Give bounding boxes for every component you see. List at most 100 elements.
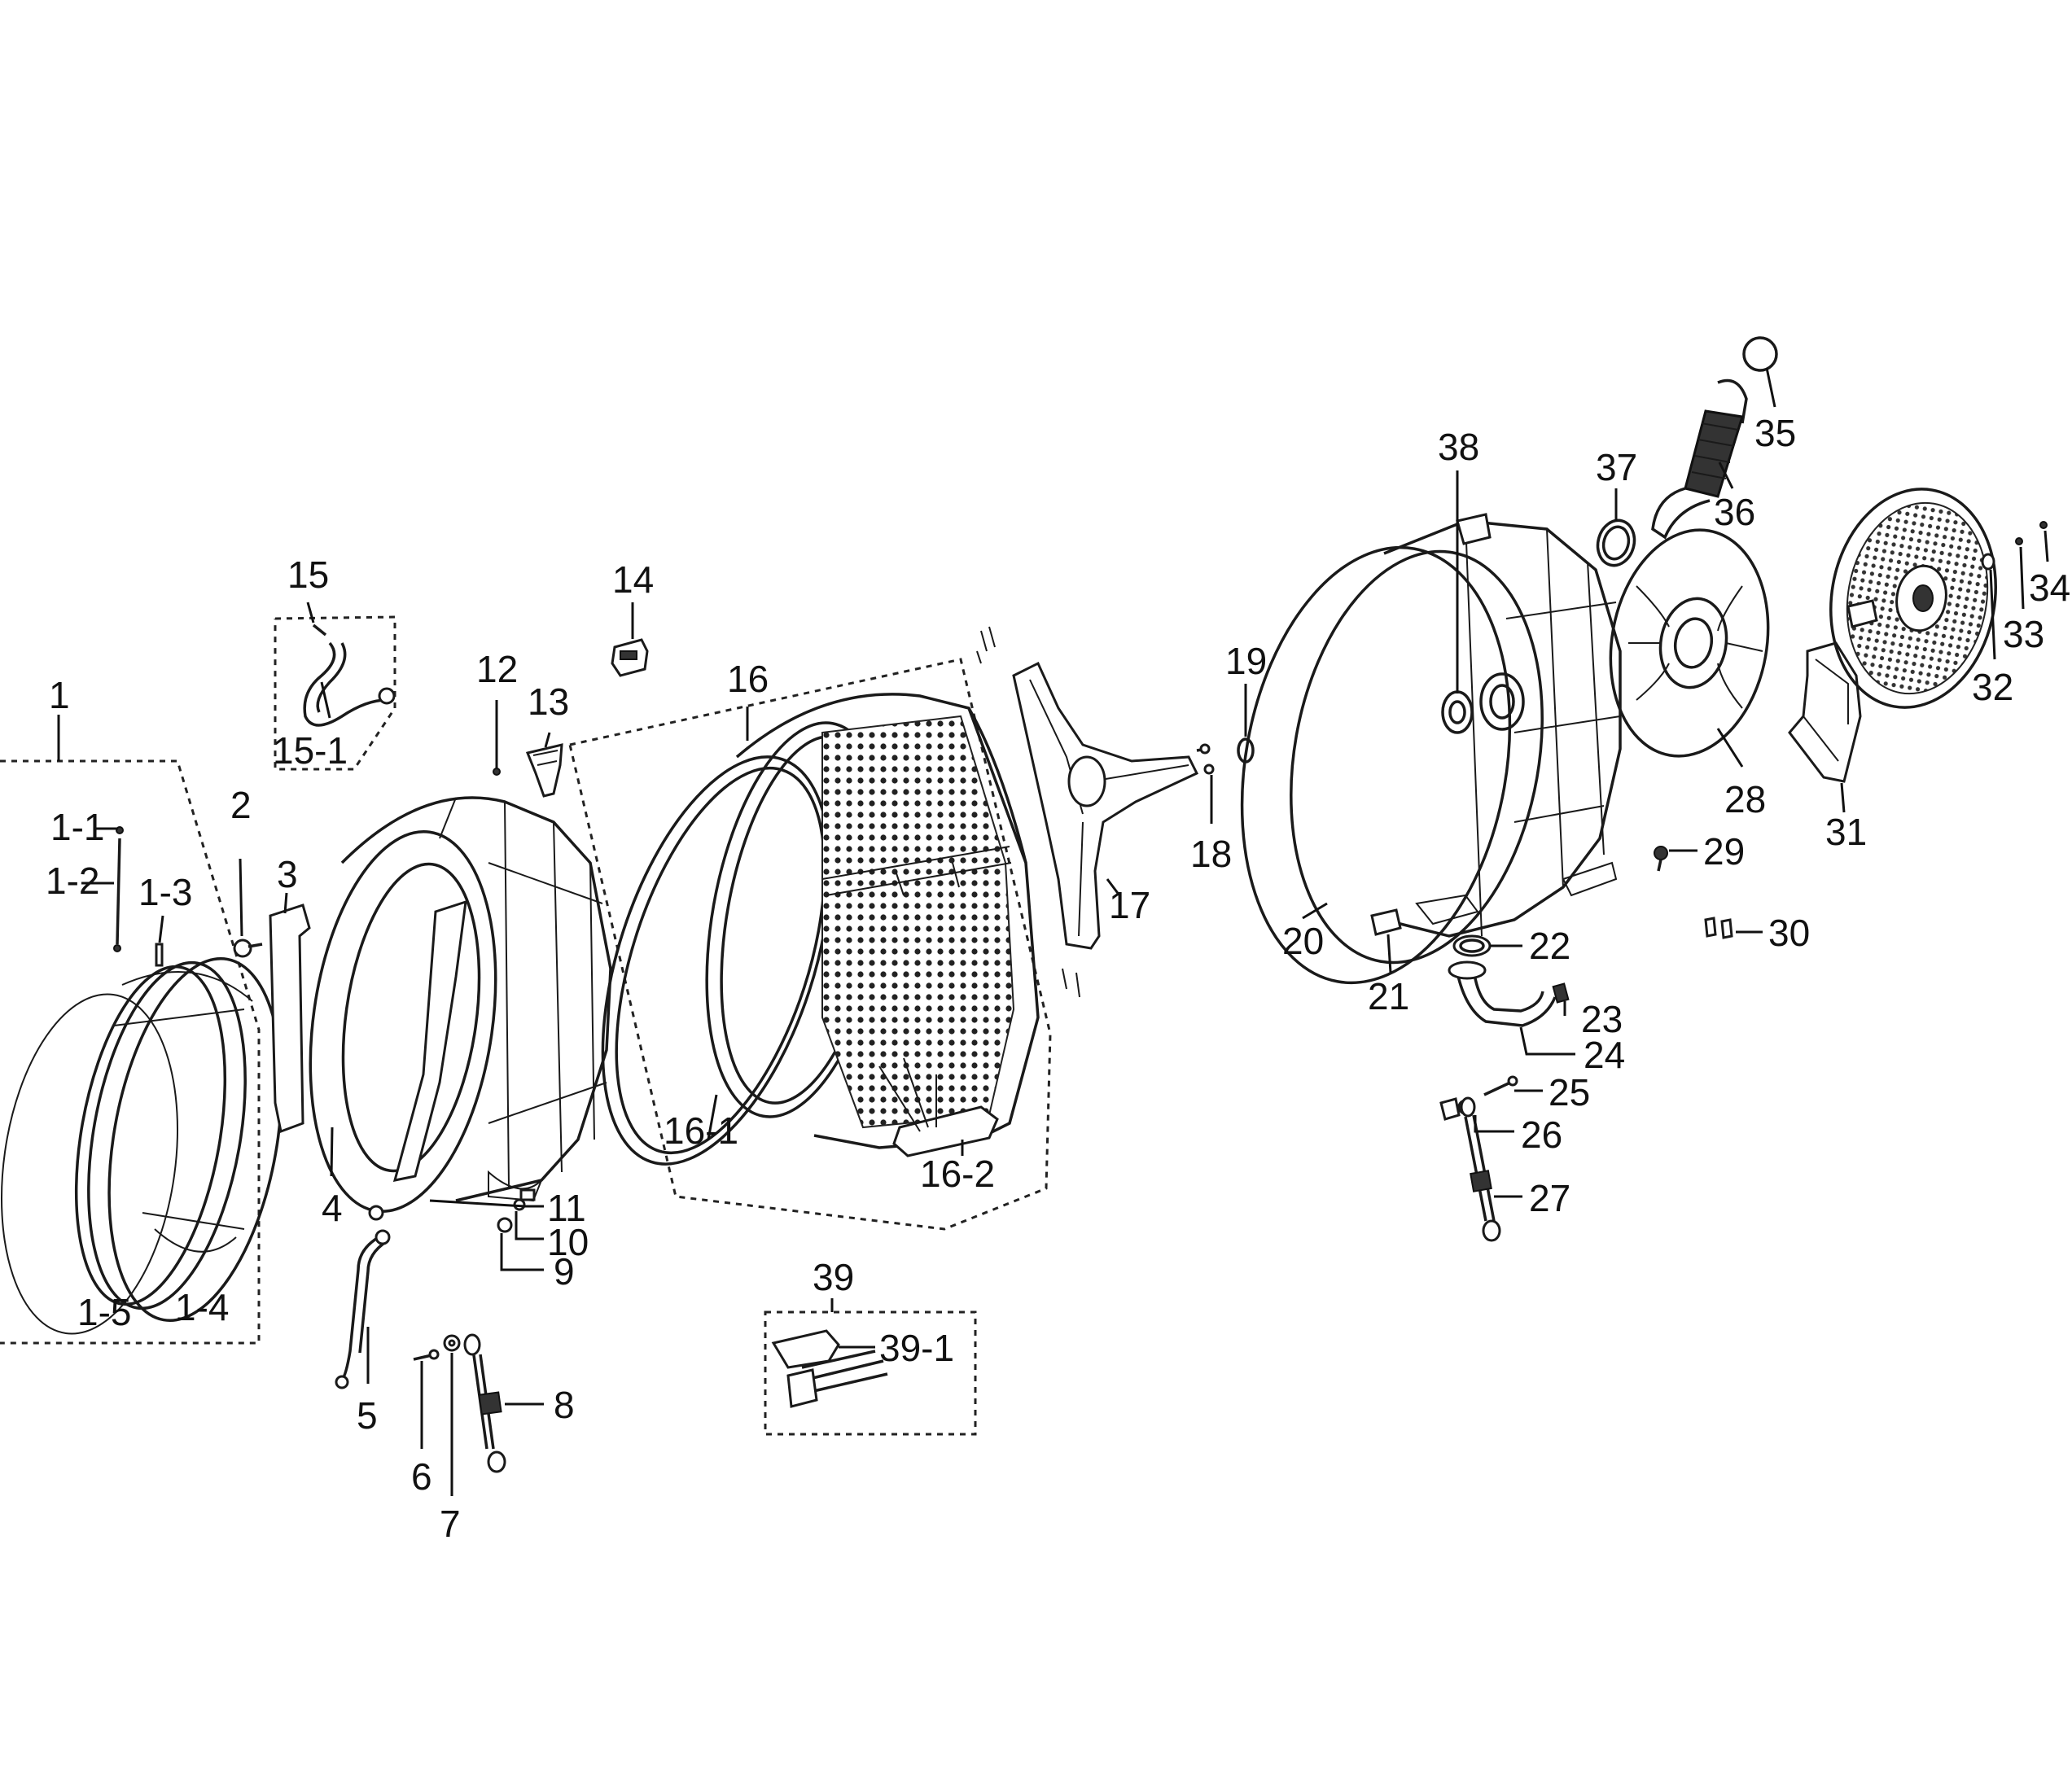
clamp-22-inner [1459, 939, 1485, 953]
tub-ribs [1465, 520, 1621, 937]
front-tub-ribs [439, 797, 607, 1189]
screw-15 [312, 623, 327, 637]
damper-8-top [463, 1333, 481, 1356]
label-11: 11 [547, 1187, 586, 1229]
label-39: 39 [813, 1256, 854, 1298]
front-tub-bottom-boss [488, 1170, 542, 1202]
damper-27-bottom [1482, 1219, 1501, 1242]
label-12: 12 [476, 648, 518, 690]
label-15-1: 15-1 [273, 729, 348, 772]
cap-37-inner [1601, 525, 1631, 561]
bearing-38 [1441, 690, 1474, 734]
callout-labels: 1 1-1 1-2 1-3 1-4 1-5 2 3 4 5 6 7 8 9 10… [46, 412, 2070, 1545]
rotor-32-core [1912, 584, 1934, 612]
label-32: 32 [1972, 666, 2013, 708]
tub-bottom-feet [1415, 861, 1618, 925]
cover-31-detail [1803, 658, 1849, 762]
cap-37 [1596, 518, 1636, 567]
label-38: 38 [1438, 426, 1479, 468]
drum-lifter-pointer [878, 1057, 937, 1132]
label-22: 22 [1529, 925, 1570, 967]
block-13-detail [532, 750, 559, 766]
hose-5-end [335, 1375, 349, 1389]
screw-2-head [233, 939, 252, 958]
upper-hose-parts [1596, 336, 1778, 567]
heater-39-1-element [801, 1350, 888, 1394]
label-14: 14 [612, 558, 654, 601]
tub-rim [1290, 549, 1544, 965]
bearing-housing-28 [1609, 528, 1770, 758]
bolt-34 [2039, 521, 2048, 529]
top-fittings [493, 743, 563, 798]
label-16: 16 [727, 658, 769, 700]
drain-bellows-24 [1456, 972, 1557, 1027]
cover-31-body [1788, 641, 1862, 783]
hinge-bracket [269, 904, 311, 1134]
door-assembly [0, 759, 283, 1345]
tub-bottom-parts [1370, 908, 1570, 1242]
hose-5-clamp [375, 1229, 391, 1245]
drum-group [568, 658, 1052, 1231]
front-tub-parts [233, 796, 612, 1213]
hinge-pin-end [113, 944, 121, 952]
spider-flange-17 [976, 626, 1199, 998]
group-39 [764, 1310, 977, 1436]
bearing-housing-28-core [1673, 617, 1714, 669]
label-1-5: 1-5 [77, 1291, 131, 1333]
tub-body [1383, 519, 1622, 938]
small-fittings [368, 1188, 536, 1233]
drum-rear-edge [967, 707, 1027, 864]
label-10: 10 [547, 1221, 589, 1263]
hose-36-bellows [1684, 409, 1744, 498]
label-1-3: 1-3 [138, 871, 192, 913]
washer-7-hole [448, 1339, 456, 1347]
bearing-housing-parts [1609, 528, 1770, 939]
hose-5 [335, 1229, 391, 1389]
hose-5-tube-edge [358, 1240, 388, 1354]
door-ring-inner [74, 965, 227, 1306]
bolt-29-head [1654, 846, 1668, 860]
damper-27-top [1460, 1096, 1476, 1118]
spider-hub [1067, 755, 1106, 807]
label-4: 4 [322, 1187, 343, 1229]
clip-21 [1370, 908, 1402, 936]
bolt-25-head [1507, 1075, 1518, 1087]
label-23: 23 [1581, 998, 1623, 1040]
bolt-6-head [428, 1349, 440, 1360]
group-15-outline [274, 615, 396, 771]
leader-lines [57, 367, 2049, 1496]
drum-belt-seam [821, 846, 1012, 896]
screw-18-b [1203, 763, 1215, 775]
label-29: 29 [1703, 830, 1745, 873]
drum-perforated-wall [821, 715, 1015, 1129]
label-9: 9 [554, 1250, 575, 1293]
fittings-18-19 [1196, 737, 1255, 775]
door-frame-ribs [113, 971, 253, 1253]
screw-12 [493, 768, 501, 776]
damper-8-spring [478, 1391, 502, 1415]
bolts-30 [1704, 917, 1733, 939]
heater-39-1-head [786, 1368, 818, 1408]
label-34: 34 [2029, 567, 2070, 609]
bolt-6 [413, 1354, 432, 1361]
front-tub-brace [392, 899, 467, 1182]
fitting-11 [519, 1188, 536, 1201]
group-16-outline [568, 658, 1052, 1231]
damper-27-rod [1464, 1116, 1487, 1222]
hose-36-ridges [1691, 422, 1739, 479]
motor-parts [1829, 488, 2048, 709]
drain-bellows-24-top [1448, 960, 1487, 980]
heater-39-bracket [771, 1329, 840, 1369]
label-28: 28 [1724, 778, 1766, 820]
bolt-29-shank [1657, 859, 1662, 872]
label-7: 7 [440, 1503, 461, 1545]
bearing-housing-28-spokes [1628, 585, 1763, 709]
label-35: 35 [1754, 412, 1796, 454]
tub-gasket-20 [1240, 545, 1512, 985]
label-30: 30 [1768, 912, 1810, 954]
label-20: 20 [1282, 920, 1324, 962]
group-39-outline [764, 1310, 977, 1436]
drum-gasket-16-1-inner [615, 766, 826, 1155]
bearing-38-inner [1448, 700, 1466, 724]
